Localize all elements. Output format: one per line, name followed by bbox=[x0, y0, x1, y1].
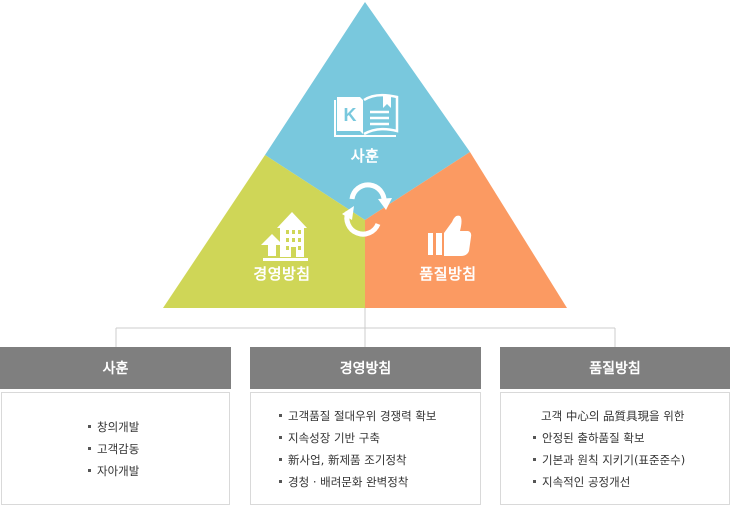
segment-top bbox=[265, 2, 470, 220]
building-windows bbox=[286, 230, 301, 257]
refresh-cycle-icon bbox=[344, 182, 387, 237]
connector-lines bbox=[115, 308, 616, 347]
motto-list: 창의개발 고객감동 자아개발 bbox=[88, 416, 229, 482]
management-list: 고객품질 절대우위 경쟁력 확보 지속성장 기반 구축 新사업, 新제품 조기정… bbox=[279, 405, 480, 493]
segment-left bbox=[163, 155, 365, 308]
quality-list: 고객 中心의 品質具現을 위한 안정된 출하품질 확보 기본과 원칙 지키기(표… bbox=[533, 405, 729, 493]
box-body-quality: 고객 中心의 品質具現을 위한 안정된 출하품질 확보 기본과 원칙 지키기(표… bbox=[500, 392, 730, 505]
list-item: 창의개발 bbox=[88, 416, 229, 438]
list-item: 新사업, 新제품 조기정착 bbox=[279, 449, 480, 471]
quality-intro: 고객 中心의 品質具現을 위한 bbox=[541, 408, 685, 423]
box-header-management: 경영방침 bbox=[250, 347, 481, 389]
refresh-arrowheads bbox=[342, 198, 392, 220]
list-item: 경청 · 배려문화 완벽정착 bbox=[279, 471, 480, 493]
box-header-quality: 품질방침 bbox=[500, 347, 730, 389]
box-header-motto: 사훈 bbox=[0, 347, 231, 389]
list-item: 지속성장 기반 구축 bbox=[279, 427, 480, 449]
list-item: 고객품질 절대우위 경쟁력 확보 bbox=[279, 405, 480, 427]
segment-right bbox=[365, 152, 567, 308]
box-body-management: 고객품질 절대우위 경쟁력 확보 지속성장 기반 구축 新사업, 新제품 조기정… bbox=[250, 392, 481, 505]
book-k-letter: K bbox=[344, 105, 357, 125]
book-k-icon bbox=[334, 93, 399, 137]
segment-top-label: 사훈 bbox=[350, 147, 380, 165]
segment-left-label: 경영방침 bbox=[253, 265, 311, 283]
building-arrow-icon bbox=[261, 212, 308, 261]
segment-right-label: 품질방침 bbox=[419, 265, 477, 283]
list-item: 고객감동 bbox=[88, 438, 229, 460]
thumbs-up-icon bbox=[428, 215, 472, 256]
box-body-motto: 창의개발 고객감동 자아개발 bbox=[1, 392, 230, 505]
list-item: 자아개발 bbox=[88, 460, 229, 482]
list-item: 지속적인 공정개선 bbox=[533, 471, 729, 493]
list-item: 기본과 원칙 지키기(표준준수) bbox=[533, 449, 729, 471]
list-item: 안정된 출하품질 확보 bbox=[533, 427, 729, 449]
